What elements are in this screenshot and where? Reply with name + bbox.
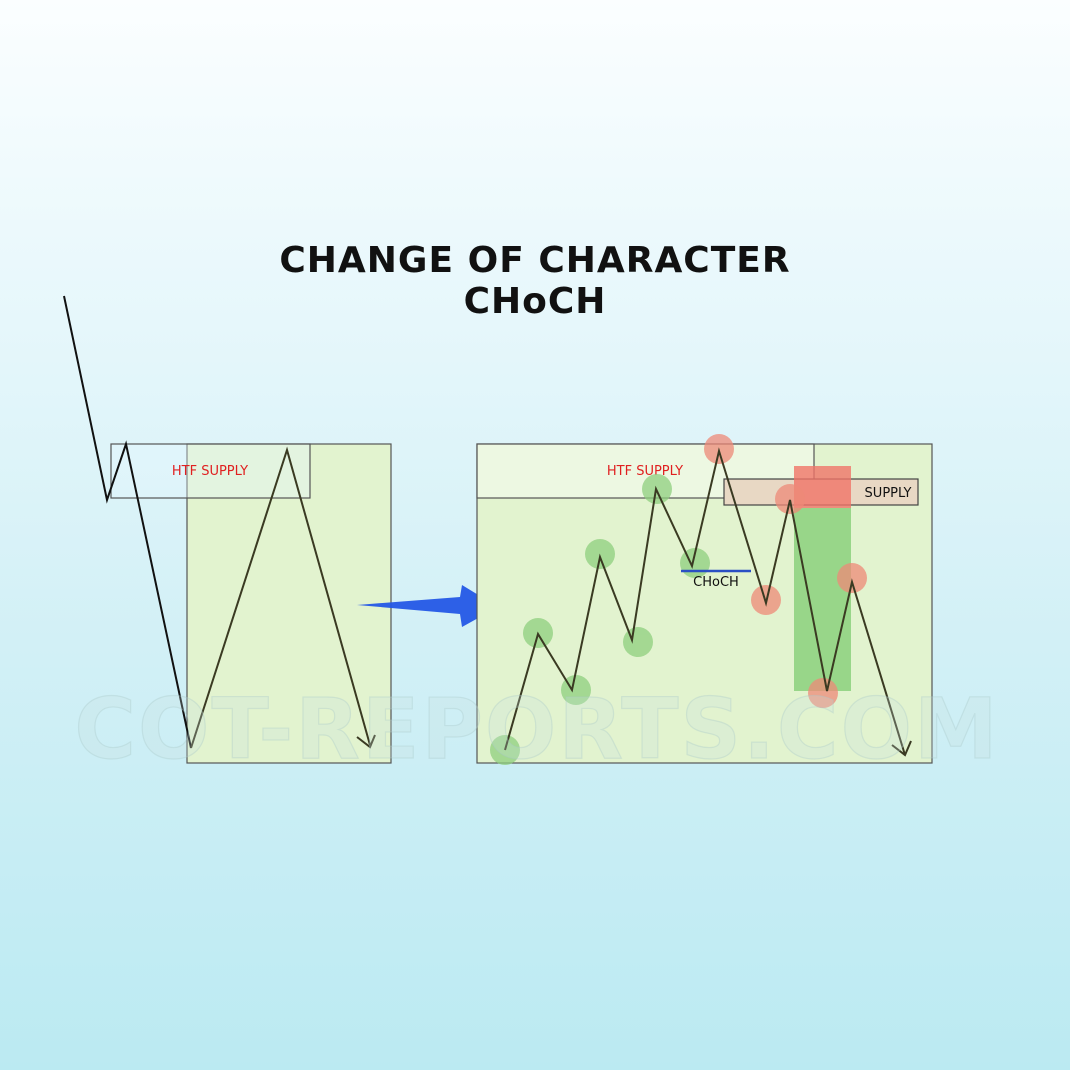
left-htf-supply-zone [110,443,311,499]
right-price-path [504,447,906,756]
title-line-1: CHANGE OF CHARACTER [279,240,791,281]
choch-label: CHoCH [693,575,739,590]
left-panel: HTF SUPPLY [63,295,392,764]
left-panel-box [186,443,392,764]
title-line-2: CHoCH [463,281,607,322]
green-demand-bar [794,508,851,691]
right-panel: HTF SUPPLY SUPPLY CHoCH [476,434,933,765]
left-arrowhead-icon [356,734,376,749]
red-swing-dot [775,484,805,514]
green-swing-dot [585,539,615,569]
right-arrowhead-icon [891,740,912,757]
right-htf-supply-label: HTF SUPPLY [607,464,683,479]
left-price-path [190,446,371,749]
red-swing-dot [837,563,867,593]
watermark: COT-REPORTS.COM [74,680,999,778]
red-swing-dot [808,678,838,708]
left-htf-supply-label: HTF SUPPLY [172,464,248,479]
green-swing-dot [623,627,653,657]
transition-arrow-icon [357,585,498,627]
supply-label: SUPPLY [865,486,912,501]
left-price-path-incoming [63,295,192,749]
